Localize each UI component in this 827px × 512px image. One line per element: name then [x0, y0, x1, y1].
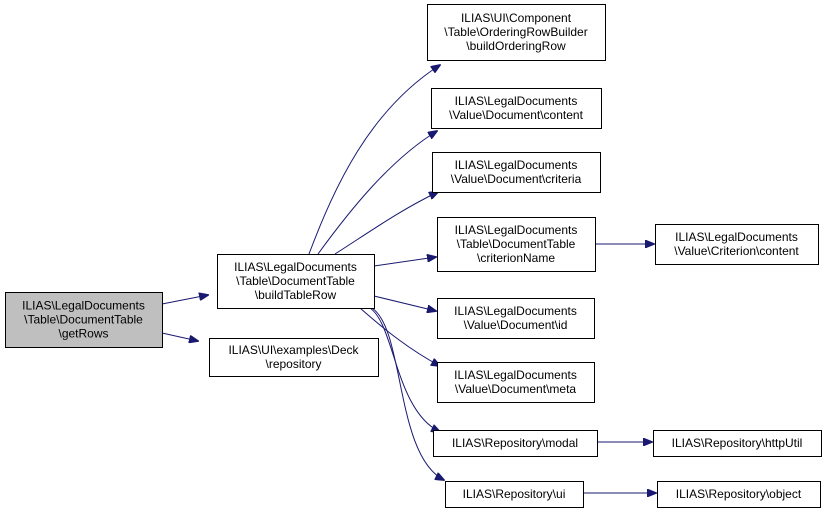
- node-label-line: \criterionName: [477, 251, 555, 265]
- node-deck-repository[interactable]: ILIAS\UI\examples\Deck\repository: [209, 338, 379, 377]
- edge-buildtablerow-doc-meta: [359, 307, 440, 366]
- node-box: [5, 292, 163, 348]
- node-box: [437, 362, 595, 403]
- node-label-line: \repository: [265, 357, 321, 371]
- node-box: [427, 4, 606, 61]
- node-buildtablerow[interactable]: ILIAS\LegalDocuments\Table\DocumentTable…: [217, 254, 375, 309]
- node-doc-content[interactable]: ILIAS\LegalDocuments\Value\Document\cont…: [431, 88, 602, 129]
- node-label-line: \Table\DocumentTable: [24, 313, 143, 327]
- nodes: ILIAS\LegalDocuments\Table\DocumentTable…: [5, 4, 822, 508]
- node-box: [657, 481, 821, 508]
- node-box: [209, 338, 379, 377]
- node-box: [653, 430, 822, 457]
- node-label-line: ILIAS\LegalDocuments: [675, 230, 798, 244]
- node-label-line: \Value\Document\criteria: [451, 172, 582, 186]
- node-label-line: \Table\DocumentTable: [236, 274, 355, 288]
- node-label-line: ILIAS\LegalDocuments: [234, 260, 357, 274]
- node-label-line: \Table\DocumentTable: [457, 237, 576, 251]
- edge-buildtablerow-doc-criteria: [334, 192, 438, 255]
- node-doc-criteria[interactable]: ILIAS\LegalDocuments\Value\Document\crit…: [432, 152, 601, 193]
- node-label-line: ILIAS\Repository\modal: [452, 436, 578, 450]
- node-repo-httputil[interactable]: ILIAS\Repository\httpUtil: [653, 430, 822, 457]
- node-doc-id[interactable]: ILIAS\LegalDocuments\Value\Document\id: [437, 298, 595, 339]
- node-criterionname[interactable]: ILIAS\LegalDocuments\Table\DocumentTable…: [437, 217, 596, 272]
- edge-getrows-deck-repository: [161, 332, 198, 341]
- node-label-line: ILIAS\LegalDocuments: [455, 158, 578, 172]
- node-label-line: \getRows: [58, 327, 108, 341]
- edge-buildtablerow-buildorderingrow: [308, 65, 440, 255]
- node-label-line: \Value\Document\content: [449, 108, 584, 122]
- node-box: [217, 254, 375, 309]
- node-box: [437, 298, 595, 339]
- node-label-line: \Value\Document\meta: [455, 382, 576, 396]
- node-label-line: ILIAS\UI\Component: [461, 11, 572, 25]
- node-box: [431, 88, 602, 129]
- node-label-line: ILIAS\LegalDocuments: [454, 368, 577, 382]
- edge-buildtablerow-repo-ui: [371, 307, 444, 480]
- edge-buildtablerow-doc-id: [373, 295, 436, 311]
- node-repo-object[interactable]: ILIAS\Repository\object: [657, 481, 821, 508]
- node-label-line: \Table\OrderingRowBuilder: [444, 25, 587, 39]
- node-label-line: \Value\Criterion\content: [674, 244, 799, 258]
- node-label-line: \Value\Document\id: [464, 318, 568, 332]
- edges: [161, 65, 656, 493]
- edge-buildtablerow-repo-modal: [369, 307, 440, 432]
- node-repo-modal[interactable]: ILIAS\Repository\modal: [433, 430, 598, 457]
- node-label-line: \buildOrderingRow: [466, 39, 566, 53]
- node-label-line: ILIAS\Repository\object: [676, 487, 802, 501]
- node-label-line: ILIAS\UI\examples\Deck: [228, 343, 359, 357]
- node-criterion-content[interactable]: ILIAS\LegalDocuments\Value\Criterion\con…: [655, 224, 819, 265]
- edge-getrows-buildtablerow: [161, 295, 208, 305]
- node-getrows[interactable]: ILIAS\LegalDocuments\Table\DocumentTable…: [5, 292, 163, 348]
- node-box: [437, 217, 596, 272]
- node-label-line: ILIAS\LegalDocuments: [455, 223, 578, 237]
- node-box: [433, 430, 598, 457]
- node-doc-meta[interactable]: ILIAS\LegalDocuments\Value\Document\meta: [437, 362, 595, 403]
- edge-buildtablerow-doc-content: [317, 131, 437, 255]
- node-label-line: ILIAS\LegalDocuments: [22, 299, 145, 313]
- node-box: [445, 481, 584, 508]
- node-label-line: ILIAS\Repository\ui: [463, 487, 566, 501]
- node-label-line: ILIAS\Repository\httpUtil: [672, 436, 803, 450]
- node-buildorderingrow[interactable]: ILIAS\UI\Component\Table\OrderingRowBuil…: [427, 4, 606, 61]
- edge-buildtablerow-criterionname: [373, 257, 436, 267]
- node-label-line: \buildTableRow: [255, 288, 337, 302]
- node-repo-ui[interactable]: ILIAS\Repository\ui: [445, 481, 584, 508]
- node-box: [432, 152, 601, 193]
- node-label-line: ILIAS\LegalDocuments: [454, 304, 577, 318]
- node-box: [655, 224, 819, 265]
- node-label-line: ILIAS\LegalDocuments: [455, 94, 578, 108]
